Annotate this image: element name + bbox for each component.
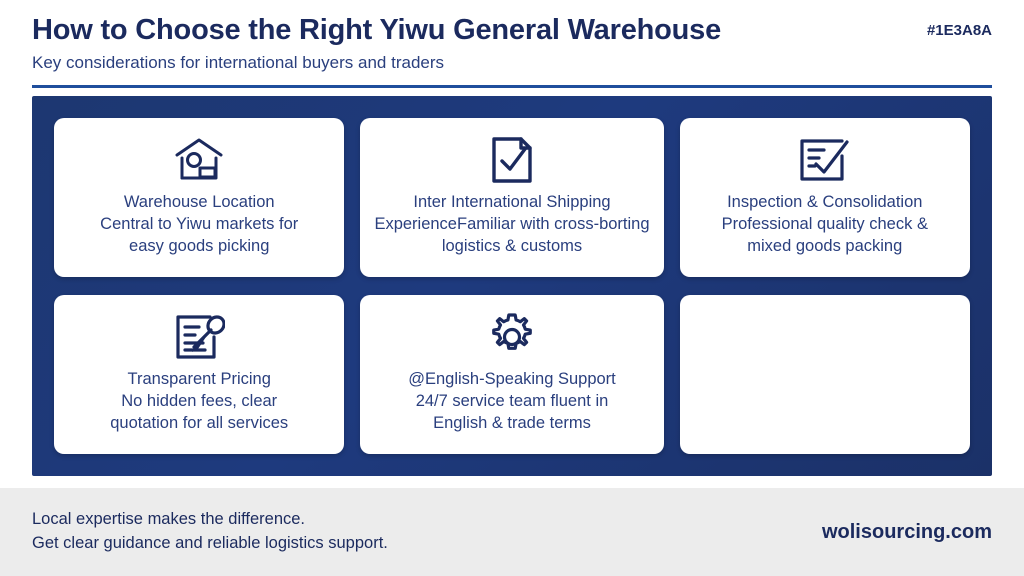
feature-card-description-line: No hidden fees, clear <box>121 391 278 410</box>
footer-line-2: Get clear guidance and reliable logistic… <box>32 534 388 552</box>
feature-card-text: @English-Speaking Support 24/7 service te… <box>408 369 616 434</box>
feature-card-description-line: English & trade terms <box>433 413 591 432</box>
feature-card-description-line: Professional quality check & <box>721 214 928 233</box>
house-icon <box>173 134 225 186</box>
footer-line-1: Local expertise makes the difference. <box>32 510 306 529</box>
document-pen-icon <box>173 311 226 363</box>
brand-color-code: #1E3A8A <box>926 22 992 39</box>
header-row: How to Choose the Right Yiwu General War… <box>32 14 992 47</box>
feature-card-description-line: quotation for all services <box>110 413 289 432</box>
feature-card[interactable]: @English-Speaking Support 24/7 service te… <box>360 295 664 454</box>
feature-card-heading: Transparent Pricing <box>127 370 271 388</box>
feature-card-empty[interactable] <box>679 295 970 454</box>
feature-card-text: Transparent Pricing No hidden fees, clear… <box>110 369 288 434</box>
page-subtitle: Key considerations for international buy… <box>32 53 445 73</box>
feature-card-heading: Inter International Shipping <box>413 193 611 211</box>
footer-website[interactable]: wolisourcing.com <box>821 520 992 543</box>
checklist-icon <box>798 134 852 186</box>
feature-card-description-line: Central to Yiwu markets for <box>100 214 299 233</box>
feature-card[interactable]: Transparent Pricing No hidden fees, clear… <box>54 295 345 454</box>
header: How to Choose the Right Yiwu General War… <box>0 0 1024 96</box>
feature-card-description-line: ExperienceFamiliar with cross-borting <box>374 214 650 233</box>
feature-card-heading: @English-Speaking Support <box>408 370 616 388</box>
document-check-icon <box>489 134 535 186</box>
footer-message: Local expertise makes the difference. Ge… <box>32 508 388 556</box>
gear-icon <box>487 311 537 363</box>
header-divider <box>32 85 992 88</box>
feature-card-description-line: 24/7 service team fluent in <box>415 391 609 410</box>
feature-card-heading: Warehouse Location <box>123 193 275 211</box>
feature-card-description-line: mixed goods packing <box>747 236 903 255</box>
page-title: How to Choose the Right Yiwu General War… <box>32 14 722 46</box>
footer: Local expertise makes the difference. Ge… <box>0 488 1024 576</box>
feature-card-description-line: easy goods picking <box>129 236 270 255</box>
feature-card-heading: Inspection & Consolidation <box>727 193 923 211</box>
feature-card-description-line: logistics & customs <box>441 236 583 255</box>
